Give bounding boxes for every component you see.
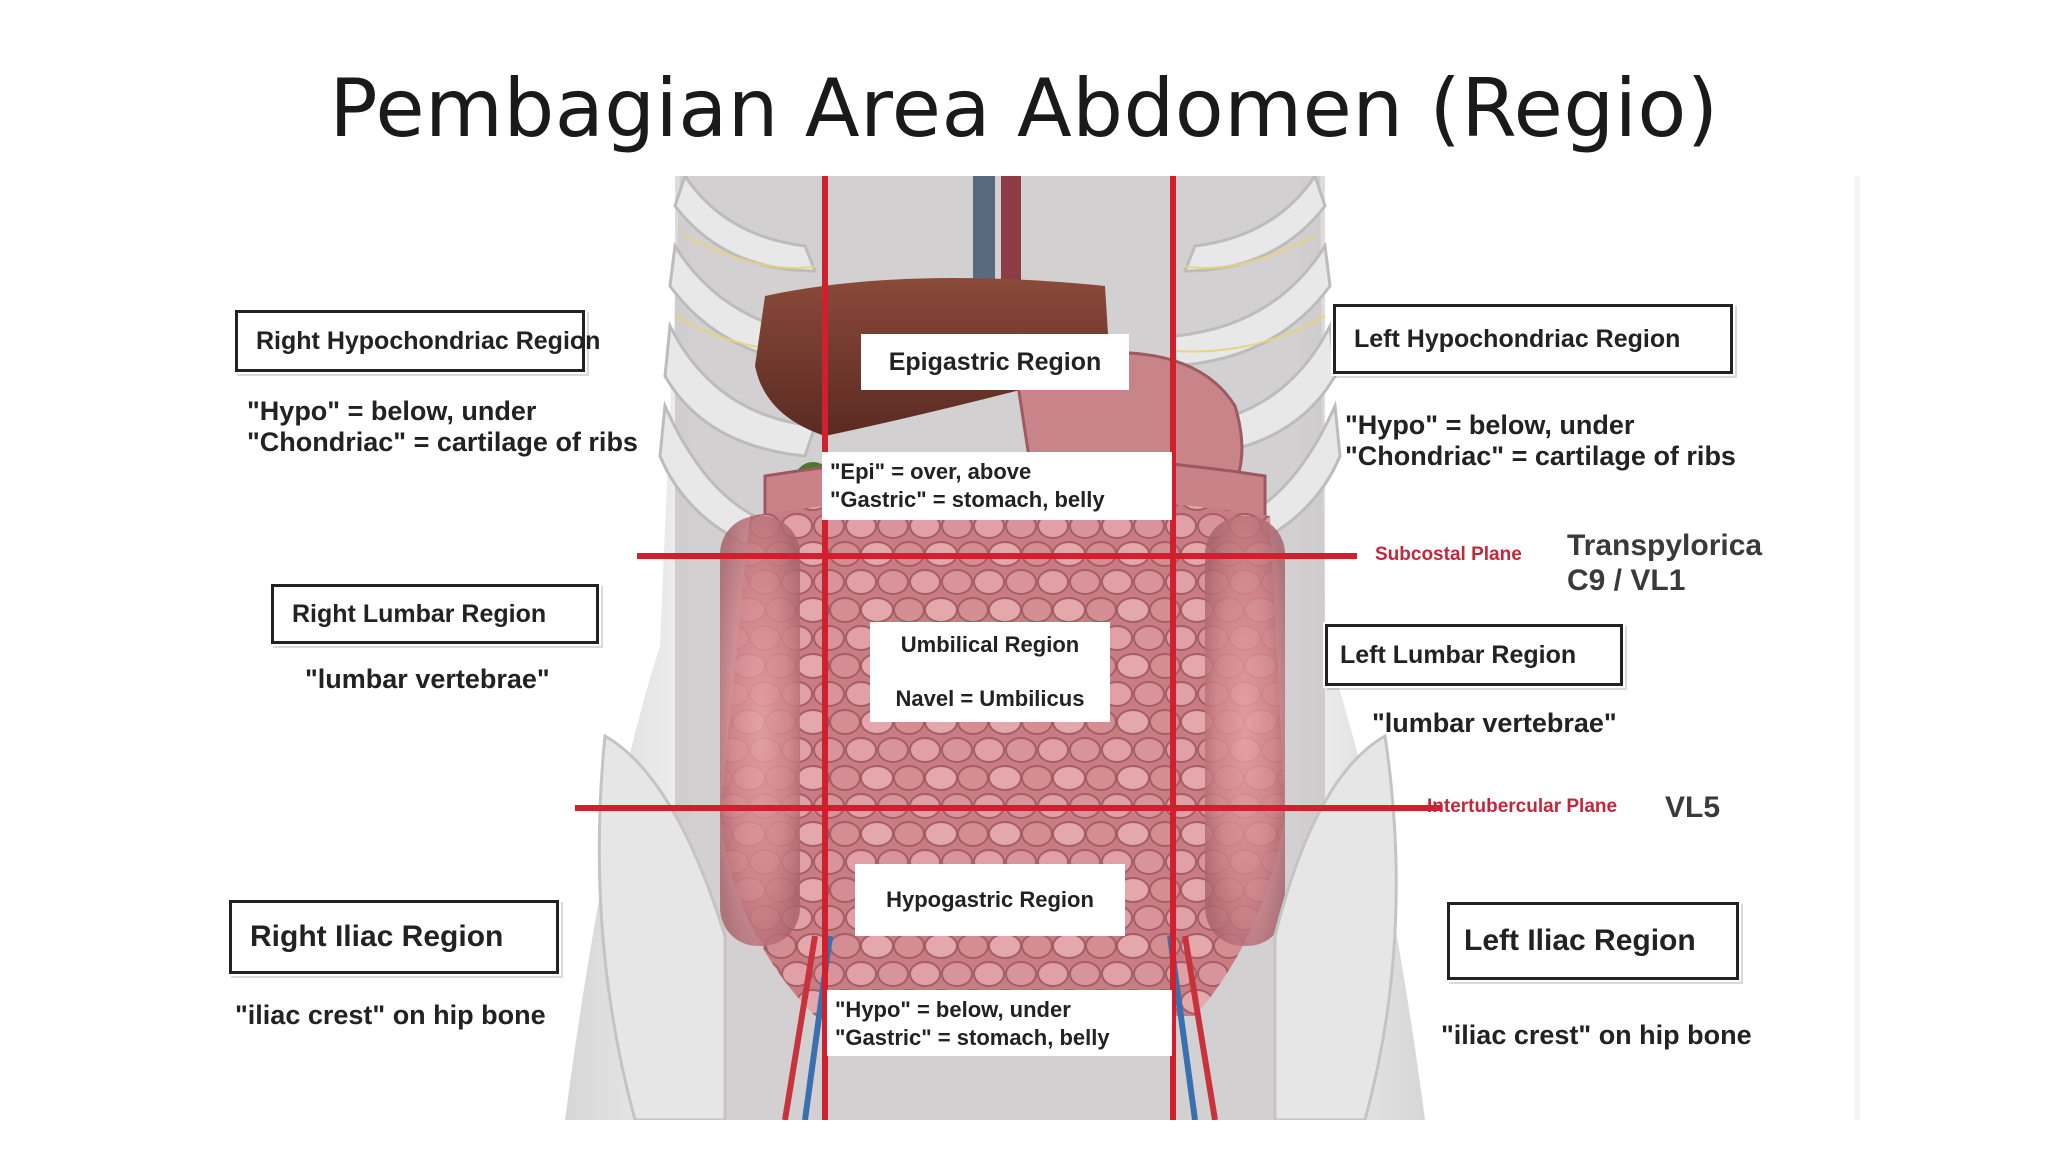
left-iliac-text: Left Iliac Region <box>1464 924 1696 957</box>
epigastric-desc: "Epi" = over, above "Gastric" = stomach,… <box>822 452 1172 520</box>
epigastric-desc-2: "Gastric" = stomach, belly <box>830 487 1105 512</box>
hypogastric-desc-1: "Hypo" = below, under <box>835 997 1071 1022</box>
right-lumbar-desc: "lumbar vertebrae" <box>305 664 550 694</box>
umbilical-text: Umbilical Region <box>900 632 1080 657</box>
right-hypochondriac-desc-1: "Hypo" = below, under <box>247 396 537 426</box>
left-hypochondriac-desc: "Hypo" = below, under "Chondriac" = cart… <box>1345 410 1736 472</box>
pelvis <box>597 733 727 1120</box>
hypogastric-desc: "Hypo" = below, under "Gastric" = stomac… <box>827 990 1172 1056</box>
left-hypochondriac-text: Left Hypochondriac Region <box>1354 324 1681 353</box>
left-iliac-desc: "iliac crest" on hip bone <box>1441 1020 1752 1050</box>
left-hypochondriac-desc-1: "Hypo" = below, under <box>1345 410 1635 440</box>
page-title: Pembagian Area Abdomen (Regio) <box>329 62 1719 155</box>
left-lumbar-desc: "lumbar vertebrae" <box>1372 708 1617 738</box>
left-lumbar-text: Left Lumbar Region <box>1340 640 1577 669</box>
hypogastric-label: Hypogastric Region <box>855 864 1125 936</box>
right-iliac-label: Right Iliac Region <box>229 900 559 974</box>
umbilical-desc: Navel = Umbilicus <box>895 686 1085 711</box>
right-hypochondriac-desc-2: "Chondriac" = cartilage of ribs <box>247 427 638 457</box>
right-lumbar-label: Right Lumbar Region <box>271 584 599 644</box>
right-iliac-desc: "iliac crest" on hip bone <box>235 1000 546 1030</box>
right-hypochondriac-text: Right Hypochondriac Region <box>256 326 601 355</box>
right-hypochondriac-desc: "Hypo" = below, under "Chondriac" = cart… <box>247 396 638 458</box>
epigastric-desc-1: "Epi" = over, above <box>830 459 1032 484</box>
umbilical-label: Umbilical Region Navel = Umbilicus <box>870 622 1110 722</box>
right-iliac-text: Right Iliac Region <box>250 920 504 953</box>
intertubercular-plane-label: Intertubercular Plane <box>1427 796 1618 817</box>
subcostal-plane-note: Transpylorica C9 / VL1 <box>1567 528 1762 598</box>
hypogastric-text: Hypogastric Region <box>886 887 1094 912</box>
left-iliac-label: Left Iliac Region <box>1447 902 1739 980</box>
epigastric-label: Epigastric Region <box>861 334 1129 390</box>
epigastric-text: Epigastric Region <box>888 348 1102 376</box>
left-hypochondriac-desc-2: "Chondriac" = cartilage of ribs <box>1345 441 1736 471</box>
right-hypochondriac-label: Right Hypochondriac Region <box>235 310 600 372</box>
subcostal-note-2: C9 / VL1 <box>1567 564 1686 597</box>
right-lumbar-text: Right Lumbar Region <box>292 599 547 628</box>
intertubercular-plane-note: VL5 <box>1665 791 1721 824</box>
abdomen-diagram: Right Hypochondriac Region "Hypo" = belo… <box>205 176 1860 1120</box>
hypogastric-desc-2: "Gastric" = stomach, belly <box>835 1025 1110 1050</box>
region-grid-lines <box>575 176 1442 1120</box>
left-hypochondriac-label: Left Hypochondriac Region <box>1333 304 1733 374</box>
small-intestine <box>720 496 1285 1016</box>
subcostal-note-1: Transpylorica <box>1567 529 1763 562</box>
left-lumbar-label: Left Lumbar Region <box>1325 624 1623 686</box>
subcostal-plane-label: Subcostal Plane <box>1375 544 1522 565</box>
